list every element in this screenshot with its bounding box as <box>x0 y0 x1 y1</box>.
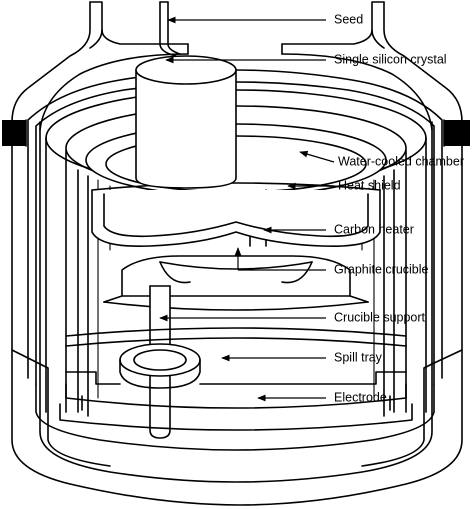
spill-tray <box>65 327 407 411</box>
seed <box>159 1 181 57</box>
graphite-crucible <box>91 182 381 311</box>
leader-lines <box>159 16 335 402</box>
water-cooled-chamber <box>11 1 463 506</box>
electrode <box>59 403 413 431</box>
label-heat-shield: Heat shield <box>338 178 401 192</box>
label-carbon-heater: Carbon heater <box>334 222 414 236</box>
left-seal <box>2 120 26 146</box>
labels: Seed Single silicon crystal Water-cooled… <box>334 12 464 404</box>
chamber-leader <box>299 150 335 163</box>
label-crucible-support: Crucible support <box>334 310 426 324</box>
label-graphite-crucible: Graphite crucible <box>334 262 429 276</box>
label-water-cooled-chamber: Water-cooled chamber <box>338 154 464 168</box>
label-seed: Seed <box>334 12 363 26</box>
single-silicon-crystal <box>135 55 237 189</box>
label-single-silicon-crystal: Single silicon crystal <box>334 52 447 66</box>
right-seal <box>444 120 470 146</box>
label-spill-tray: Spill tray <box>334 350 383 364</box>
label-electrode: Electrode <box>334 390 387 404</box>
